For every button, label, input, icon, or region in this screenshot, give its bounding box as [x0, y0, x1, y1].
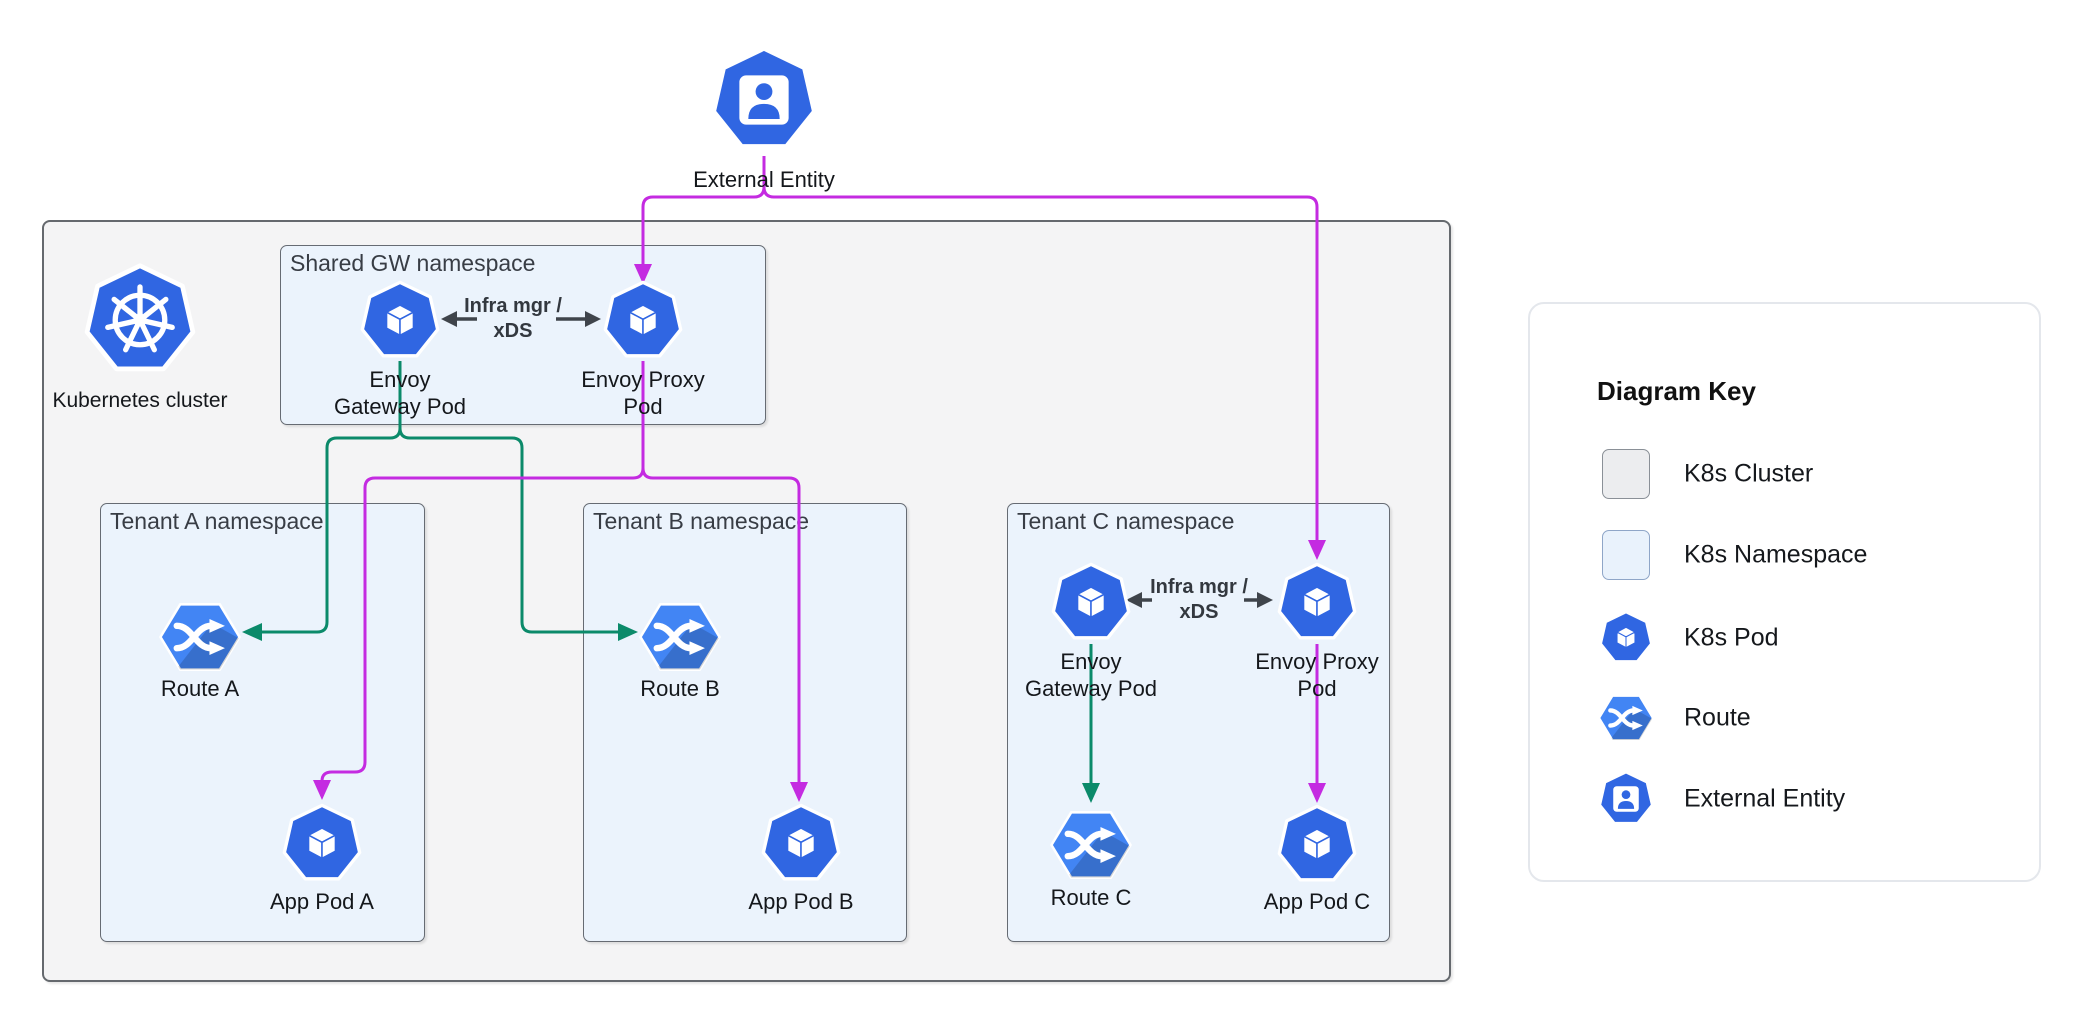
route-c-label: Route C	[1051, 884, 1132, 911]
app-pod-c-icon	[1275, 803, 1359, 887]
tenant-c-envoy-proxy-pod-icon	[1275, 561, 1359, 645]
key-label-external-entity: External Entity	[1684, 785, 1845, 814]
external-entity-icon	[708, 44, 820, 156]
tenant-c-infra-mgr-xds-label: Infra mgr / xDS	[1150, 575, 1248, 625]
external-entity-label: External Entity	[693, 166, 835, 193]
diagram-key-title: Diagram Key	[1597, 376, 1756, 407]
shared-envoy-proxy-pod-icon	[601, 279, 685, 363]
key-label-cluster: K8s Cluster	[1684, 460, 1813, 489]
app-pod-a-icon	[280, 802, 364, 886]
route-b-label: Route B	[640, 675, 720, 702]
route-b-icon	[637, 594, 723, 680]
cluster-swatch	[1602, 449, 1650, 499]
kubernetes-cluster-label: Kubernetes cluster	[52, 387, 227, 414]
shared-gw-namespace-title: Shared GW namespace	[290, 250, 535, 277]
app-pod-a-label: App Pod A	[270, 888, 374, 915]
tenant-c-namespace-title: Tenant C namespace	[1017, 508, 1234, 535]
diagram-key-panel: Diagram Key K8s Cluster K8s Namespace K8…	[1528, 302, 2041, 882]
key-label-route: Route	[1684, 704, 1751, 733]
external-entity-icon	[1597, 770, 1655, 828]
tenant-c-envoy-gateway-pod-label: Envoy Gateway Pod	[1025, 648, 1157, 702]
app-pod-b-label: App Pod B	[748, 888, 853, 915]
shared-envoy-gateway-pod-label: Envoy Gateway Pod	[334, 366, 466, 420]
key-label-pod: K8s Pod	[1684, 624, 1779, 653]
namespace-swatch	[1602, 530, 1650, 580]
app-pod-b-icon	[759, 802, 843, 886]
route-a-label: Route A	[161, 675, 239, 702]
tenant-a-namespace-title: Tenant A namespace	[110, 508, 324, 535]
tenant-b-namespace-box: Tenant B namespace	[583, 503, 907, 942]
route-icon	[1597, 689, 1655, 747]
route-c-icon	[1048, 802, 1134, 888]
app-pod-c-label: App Pod C	[1264, 888, 1370, 915]
kubernetes-icon	[81, 261, 199, 379]
tenant-a-namespace-box: Tenant A namespace	[100, 503, 425, 942]
shared-envoy-proxy-pod-label: Envoy Proxy Pod	[581, 366, 705, 420]
tenant-c-envoy-gateway-pod-icon	[1049, 561, 1133, 645]
route-a-icon	[157, 594, 243, 680]
tenant-c-envoy-proxy-pod-label: Envoy Proxy Pod	[1255, 648, 1379, 702]
key-label-namespace: K8s Namespace	[1684, 541, 1867, 570]
shared-envoy-gateway-pod-icon	[358, 279, 442, 363]
shared-infra-mgr-xds-label: Infra mgr / xDS	[464, 294, 562, 344]
tenant-b-namespace-title: Tenant B namespace	[593, 508, 809, 535]
k8s-pod-icon	[1598, 610, 1654, 666]
